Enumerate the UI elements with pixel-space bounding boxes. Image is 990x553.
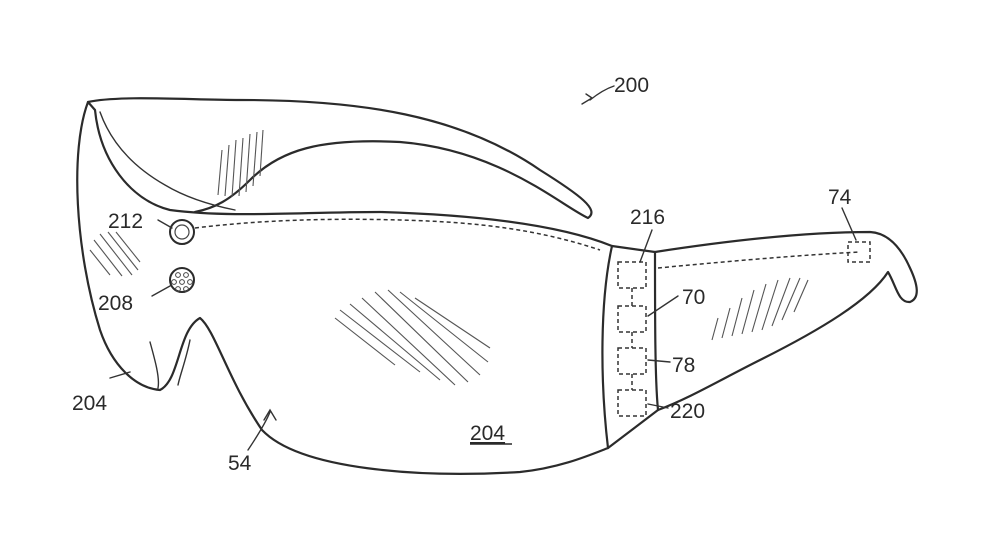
electronics-modules	[617, 261, 647, 417]
label-box-216: 216	[630, 206, 665, 229]
temple-dash	[657, 251, 861, 269]
label-fig-200: 200	[614, 74, 649, 97]
nose-piece	[149, 339, 191, 389]
temple-box-74	[847, 241, 871, 263]
shield-lens-outline	[76, 100, 614, 475]
hatch-main-lens	[334, 289, 491, 386]
temple-arm	[653, 230, 918, 412]
label-box-78: 78	[672, 354, 695, 377]
brow-inner	[99, 111, 236, 211]
hatch-temple	[711, 277, 809, 341]
leader-lines	[109, 85, 857, 451]
side-band	[606, 244, 660, 450]
camera-inner	[174, 224, 190, 240]
label-box-70: 70	[682, 286, 705, 309]
microphone-holes	[171, 272, 193, 292]
camera-lens	[169, 219, 195, 245]
hatch-left-lens	[89, 231, 141, 277]
label-nose-204: 204	[72, 392, 107, 415]
label-box-220: 220	[670, 400, 705, 423]
label-camera-212: 212	[108, 210, 143, 233]
hatch-brow	[217, 129, 264, 198]
label-frame-54: 54	[228, 452, 252, 475]
label-lens-204: 204	[470, 422, 505, 445]
label-mic-208: 208	[98, 292, 133, 315]
top-seam	[194, 218, 601, 251]
brow-band	[86, 97, 593, 220]
label-temple-74: 74	[828, 186, 852, 209]
